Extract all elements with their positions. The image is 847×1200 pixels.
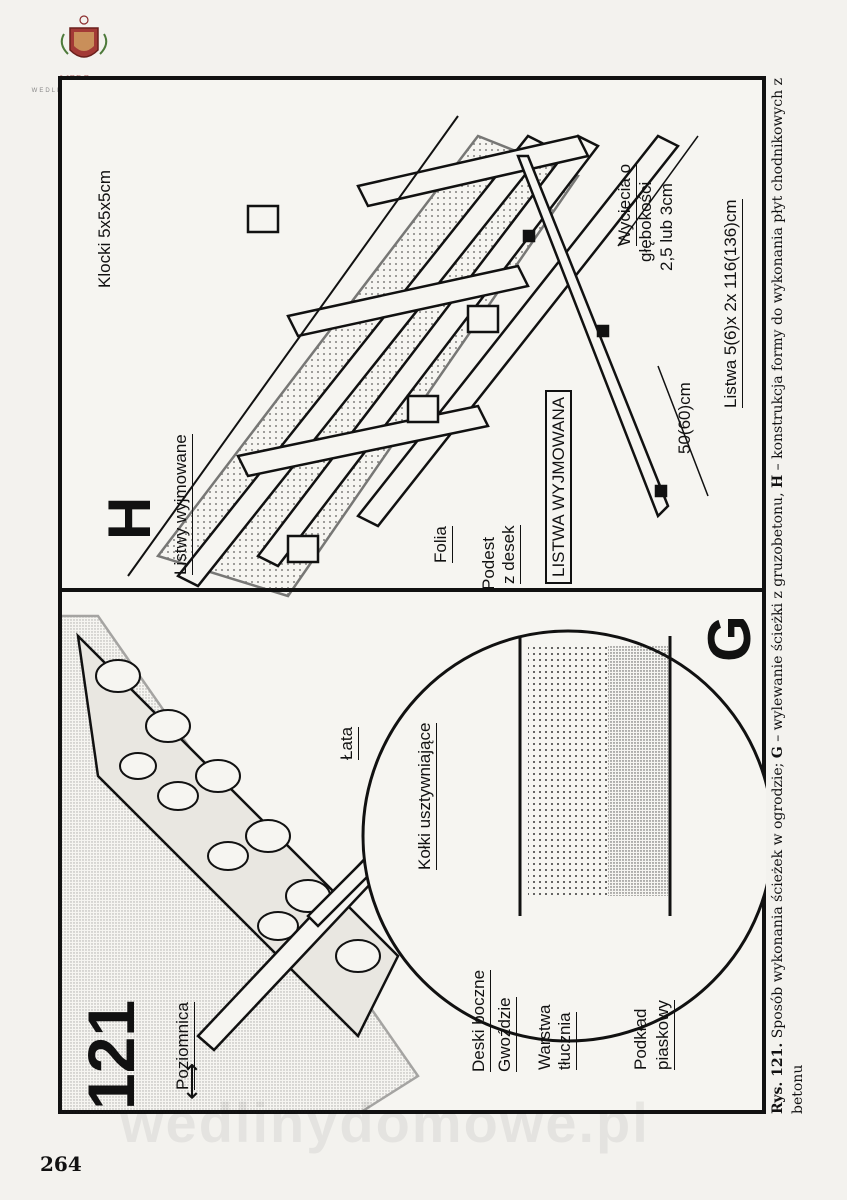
label-glebokosci: głębokości — [636, 181, 655, 262]
illustration — [58, 115, 766, 1114]
label-tlucznia: tłucznia — [555, 1012, 577, 1070]
panel-h-letter: H — [96, 496, 163, 540]
label-z-desek: z desek — [499, 525, 521, 584]
panel-h-drawing — [127, 115, 709, 598]
label-listwa-size: Listwa 5(6)x 2x 116(136)cm — [721, 199, 743, 408]
label-wyciecia: Wycięcia o — [615, 163, 637, 246]
label-deski-boczne: Deski boczne — [469, 969, 491, 1072]
label-lata: Łata — [337, 726, 359, 760]
label-kolki-usztywniajace: Kołki usztywniające — [415, 722, 437, 870]
label-warstwa: Warstwa — [535, 1004, 554, 1071]
label-piaskowy: piaskowy — [653, 1000, 675, 1070]
label-podklad: Podkład — [631, 1008, 650, 1070]
label-gwozdzie: Gwoździe — [495, 997, 517, 1072]
panel-g-letter: G — [696, 615, 763, 662]
panel-g-drawing — [58, 614, 766, 1114]
label-podest: Podest — [479, 537, 498, 590]
label-folia: Folia — [431, 526, 453, 563]
label-listwy-wyjmowane: Listwy wyjmowane — [171, 434, 193, 575]
label-glebokosc-value: 2,5 lub 3cm — [657, 183, 676, 271]
label-dimension-50-60: 50(60)cm — [675, 382, 694, 454]
page-number: 264 — [40, 1152, 82, 1176]
crest-icon — [60, 15, 108, 58]
label-klocki: Klocki 5x5x5cm — [95, 169, 114, 288]
watermark: wedlinydomowe.pl — [120, 1091, 650, 1154]
label-listwa-wyjmowana: LISTWA WYJMOWANA — [545, 389, 572, 584]
figure-caption: Rys. 121. Sposób wykonania ścieżek w ogr… — [770, 78, 806, 1114]
panel-divider — [58, 588, 766, 592]
